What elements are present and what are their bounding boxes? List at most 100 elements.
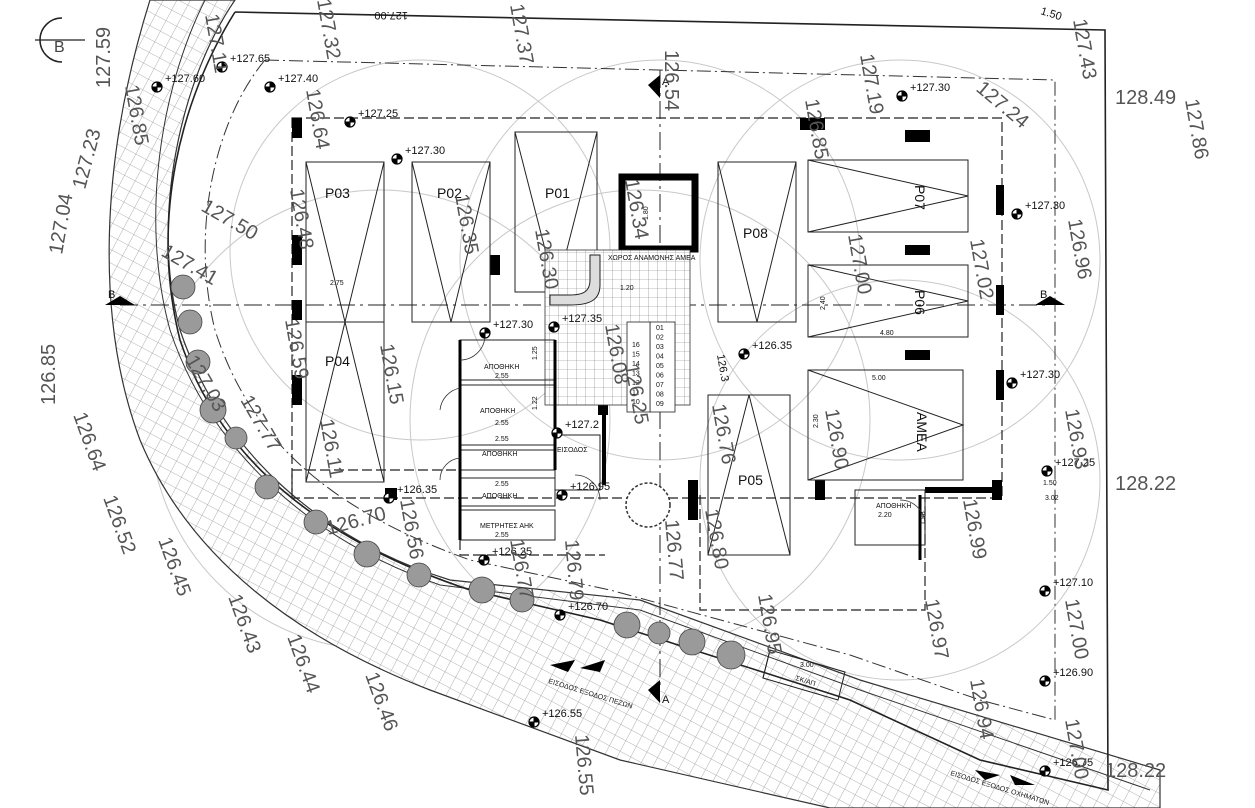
level-marker-fill — [264, 81, 276, 93]
elevation-label: 126.79 — [560, 539, 587, 602]
elevation-label: 126.76 — [707, 402, 739, 466]
stair-step-number: 08 — [656, 392, 664, 399]
room-label-storage-1: ΑΠΟΘΗΚΗ — [484, 364, 519, 371]
parking-label-p06: P06 — [912, 290, 928, 315]
elevation-label: 128.49 — [1115, 87, 1176, 109]
dim-text: 127.00 — [374, 9, 408, 21]
elevation-label: 128.22 — [1105, 760, 1166, 782]
elevation-label: 126.56 — [395, 497, 427, 561]
dim-text: 2.55 — [495, 373, 509, 380]
elevation-label: 128.22 — [1115, 473, 1176, 495]
elevation-label: 127.23 — [69, 127, 106, 192]
room-label-storage-5: ΑΠΟΘΗΚΗ — [876, 503, 911, 510]
section-marker-b-left: B — [108, 289, 115, 301]
stair-step-number: 04 — [656, 354, 664, 361]
elevation-label: 126.97 — [920, 597, 952, 661]
elevation-label: 126.48 — [285, 187, 317, 251]
stair-flight — [626, 321, 676, 413]
stair-step-number: 03 — [656, 344, 664, 351]
stair-step-number: 15 — [632, 352, 640, 359]
section-marker-a-bottom: A — [662, 694, 670, 706]
elevation-label: 127.59 — [93, 27, 115, 88]
stair-step-number: 10 — [632, 399, 640, 406]
dim-text: 2.55 — [495, 532, 509, 539]
room-label-meters: ΜΕΤΡΗΤΕΣ ΑΗΚ — [480, 523, 534, 530]
section-marker-a-top: A — [662, 76, 670, 88]
elevator-shaft — [618, 173, 699, 253]
landscape-shrubs — [170, 274, 746, 670]
elevation-label: 126.59 — [280, 317, 312, 381]
dim-text: 2.55 — [495, 481, 509, 488]
level-marker-fill — [896, 90, 908, 102]
elevation-label: 126.43 — [223, 591, 265, 656]
section-marker-b-top: B — [54, 39, 65, 56]
stair-step-number: 11 — [632, 390, 639, 397]
level-label: +127.10 — [1053, 577, 1093, 589]
stair-step-number: 02 — [656, 335, 664, 342]
elevation-label: 127.37 — [505, 2, 537, 66]
parking-label-p05: P05 — [738, 472, 763, 488]
elevation-label: 126.55 — [570, 734, 597, 797]
room-label-elevator: ΧΩΡΟΣ ΑΝΑΜΟΝΗΣ ΑΜΕΑ — [608, 255, 696, 262]
room-label-storage-2: ΑΠΟΘΗΚΗ — [480, 408, 515, 415]
level-marker-fill — [738, 348, 750, 360]
elevation-label: 126.64 — [301, 87, 333, 151]
level-label: +127.30 — [910, 82, 950, 94]
level-label: +126.95 — [570, 481, 610, 493]
elevation-label: 127.43 — [1068, 17, 1100, 81]
elevation-label: 127.86 — [1180, 97, 1212, 161]
elevation-label: 127.00 — [1060, 597, 1092, 661]
elevation-label: 126.54 — [660, 50, 682, 111]
parking-label-p02: P02 — [437, 185, 462, 201]
elevation-label: 126.90 — [820, 407, 852, 471]
level-label: +127.40 — [278, 73, 318, 85]
elevation-label: 127.04 — [45, 192, 77, 256]
setback-line — [204, 59, 1056, 721]
stair-step-number: 09 — [656, 401, 664, 408]
room-label-amea: ΑΜΕΑ — [914, 412, 930, 452]
level-marker-fill — [551, 427, 563, 439]
stair-step-number: 01 — [656, 325, 664, 332]
dim-text: 4.80 — [880, 330, 894, 337]
level-marker-fill — [1039, 585, 1051, 597]
section-arrows — [105, 75, 1065, 785]
elevation-label: 127.32 — [312, 0, 344, 61]
level-label: +127.60 — [165, 73, 205, 85]
dim-text: 1.22 — [532, 396, 539, 410]
level-markers — [151, 61, 1053, 777]
level-marker-fill — [478, 554, 490, 566]
dim-text: 2.30 — [813, 414, 820, 428]
dim-text: 2.55 — [495, 436, 509, 443]
level-marker-fill — [1011, 208, 1023, 220]
room-label-storage-4: ΑΠΟΘΗΚΗ — [482, 493, 517, 500]
dim-text: 1.80 — [643, 206, 650, 220]
elevation-label: 126.80 — [700, 507, 732, 571]
room-label-entrance: ΕΙΣΟΔΟΣ — [557, 447, 588, 454]
level-marker-fill — [528, 716, 540, 728]
elevation-label: 126.96 — [1063, 217, 1095, 281]
dim-text: 2.55 — [495, 420, 509, 427]
stair-step-number: 06 — [656, 373, 664, 380]
elevation-label: 126.64 — [68, 409, 110, 474]
elevation-label: 126.52 — [98, 492, 140, 557]
parking-bays — [305, 131, 969, 556]
level-label: +126.55 — [542, 708, 582, 720]
elevation-label: 127.02 — [965, 237, 997, 301]
elevation-label: 126.45 — [153, 534, 195, 599]
dim-text: 1.20 — [620, 285, 634, 292]
level-marker-fill — [344, 116, 356, 128]
level-label: +126.35 — [752, 340, 792, 352]
stair-step-number: 05 — [656, 363, 664, 370]
level-label: +126.35 — [397, 484, 437, 496]
level-marker-fill — [479, 327, 491, 339]
level-marker-fill — [548, 321, 560, 333]
level-label: +126.90 — [1053, 667, 1093, 679]
elevation-label: 1.50 — [1039, 5, 1063, 23]
dim-text: 1.25 — [532, 346, 539, 360]
elevation-label: 127.19 — [855, 52, 887, 116]
level-marker-fill — [151, 81, 163, 93]
elevation-label: 126.3 — [714, 353, 731, 382]
dim-text: 3.00 — [800, 662, 814, 669]
